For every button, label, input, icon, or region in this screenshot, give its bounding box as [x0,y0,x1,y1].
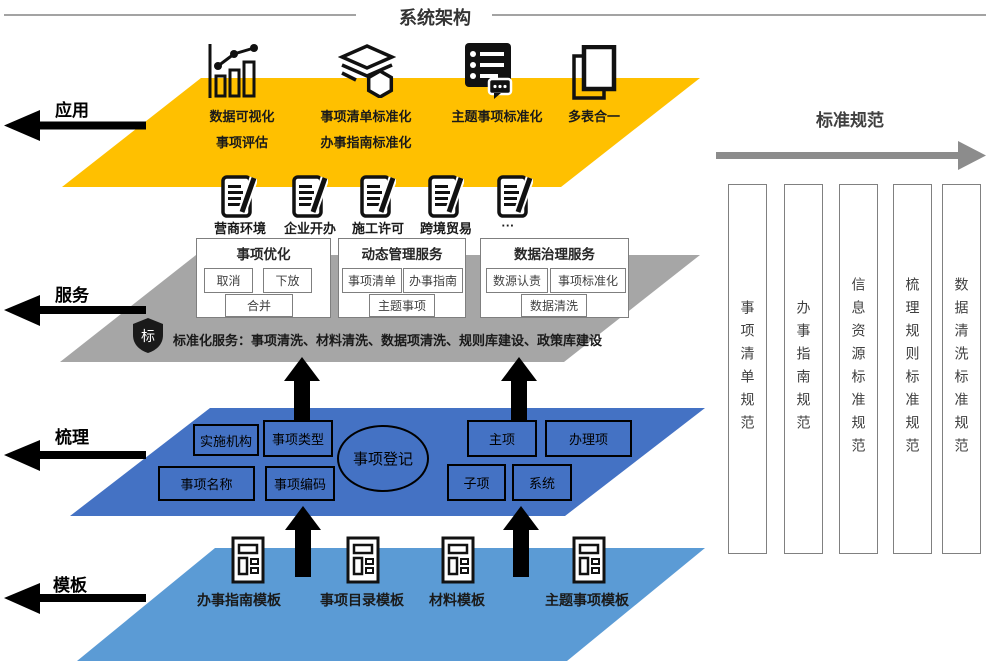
layers-icon [338,44,396,98]
sorting-box: 办理项 [545,420,632,457]
scenario-label: 跨境贸易 [419,221,472,236]
service-item: 事项清单 [342,268,402,293]
up-arrow-icon [503,506,539,577]
sorting-box: 子项 [447,464,506,501]
template-label: 主题事项模板 [545,592,629,608]
sorting-box: 实施机构 [193,424,259,456]
service-item: 数据清洗 [521,294,587,317]
app-left-arrow-icon [4,110,146,141]
scenario-label: 施工许可 [351,221,404,236]
service-item: 办事指南 [403,268,463,293]
up-arrow-icon [284,357,320,420]
service-group-title: 数据治理服务 [514,247,595,262]
multi-table-icon [572,45,617,100]
doc-pen-icon [497,175,533,218]
service-layer-label: 服务 [55,286,89,305]
sorting-box: 系统 [512,464,572,501]
scenario-label: 营商环境 [213,221,266,236]
app-layer-shape [62,78,700,187]
service-item: 事项标准化 [550,268,626,293]
standards-title: 标准规范 [816,111,884,130]
template-doc-icon [441,536,475,584]
doc-pen-icon [360,175,396,218]
standards-bar-label: 办事指南规范 [795,300,812,438]
standards-bar: 事项清单规范 [728,184,767,554]
title-rule-left [4,14,356,16]
service-group-box: 动态管理服务 事项清单 办事指南 主题事项 [338,238,466,318]
standards-bar: 信息资源标准规范 [839,184,878,554]
feature-label: 数据可视化 [209,109,275,124]
up-arrow-icon [501,357,537,420]
feature-label: 事项清单标准化 [320,109,412,124]
template-label: 事项目录模板 [320,592,404,608]
sorting-box: 事项类型 [263,420,333,457]
template-doc-icon [346,536,380,584]
scenario-label: 企业开办 [283,221,336,236]
standards-bar: 数据清洗标准规范 [942,184,981,554]
doc-pen-icon [292,175,328,218]
sorting-box: 主项 [467,420,537,457]
doc-pen-icon [428,175,464,218]
template-layer-label: 模板 [53,576,87,595]
page-title: 系统架构 [399,8,471,28]
service-group-box: 事项优化 取消 下放 合并 [196,238,331,318]
standards-bar-label: 梳理规则标准规范 [904,277,921,461]
template-doc-icon [572,536,606,584]
sorting-center-ellipse: 事项登记 [337,425,429,492]
sorting-left-arrow-icon [4,440,146,471]
service-item: 数源认责 [486,268,548,293]
standardization-note: 标准化服务：事项清洗、材料清洗、数据项清洗、规则库建设、政策库建设 [173,333,603,348]
shield-badge-icon: 标 [133,318,163,353]
service-item: 取消 [204,268,253,293]
sorting-box: 事项名称 [158,466,255,501]
scenario-label: ··· [501,218,515,233]
template-label: 材料模板 [429,592,485,608]
standards-bar: 梳理规则标准规范 [893,184,932,554]
list-chat-icon [465,43,513,99]
sorting-box: 事项编码 [265,466,335,501]
service-item: 下放 [263,268,312,293]
service-left-arrow-icon [4,295,146,326]
service-group-title: 动态管理服务 [361,247,443,262]
standards-arrow-icon [716,141,986,170]
template-left-arrow-icon [4,583,146,614]
shield-badge-text: 标 [141,328,155,344]
sorting-layer-label: 梳理 [55,428,89,447]
template-label: 办事指南模板 [197,592,281,608]
standards-bar: 办事指南规范 [784,184,823,554]
standards-bar-label: 数据清洗标准规范 [953,277,970,461]
bar-chart-icon [208,44,258,98]
standards-bar-label: 信息资源标准规范 [850,277,867,461]
feature-label: 事项评估 [215,135,268,150]
service-group-title: 事项优化 [236,247,291,262]
feature-label: 多表合一 [567,109,620,124]
up-arrow-icon [285,506,321,577]
doc-pen-icon [221,175,257,218]
service-group-box: 数据治理服务 数源认责 事项标准化 数据清洗 [480,238,629,318]
feature-label: 主题事项标准化 [451,109,543,124]
template-doc-icon [231,536,265,584]
standards-bar-label: 事项清单规范 [739,300,756,438]
service-item: 主题事项 [369,294,435,317]
app-layer-label: 应用 [55,101,89,120]
feature-label: 办事指南标准化 [320,135,412,150]
service-item: 合并 [225,294,293,317]
title-rule-right [492,14,986,16]
